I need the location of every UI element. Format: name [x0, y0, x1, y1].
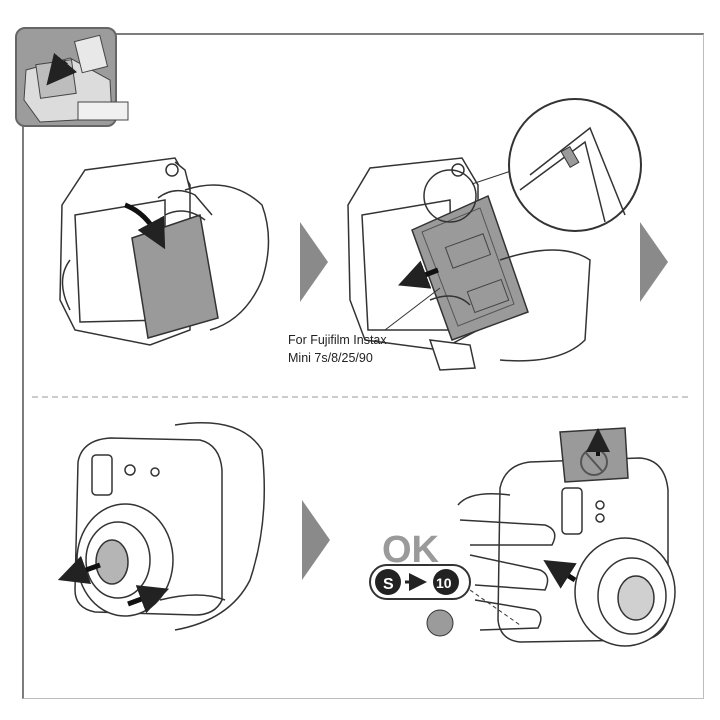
caption-line-1: For Fujifilm Instax	[288, 333, 387, 347]
film-pack-load-icon	[15, 27, 129, 127]
insert-direction-arrow-icon	[543, 559, 577, 589]
insert-direction-arrow-icon	[397, 260, 439, 289]
insert-direction-arrow-icon	[57, 555, 101, 585]
caption-line-2: Mini 7s/8/25/90	[288, 351, 373, 365]
step1-film-pack	[131, 214, 219, 339]
next-step-arrow-icon	[640, 222, 668, 302]
insert-direction-arrow-icon	[124, 202, 166, 250]
indicator-light	[426, 609, 454, 637]
counter-to: 10	[436, 575, 452, 591]
detail-callout	[423, 169, 477, 223]
step1-hand	[157, 184, 270, 331]
step2-hand	[429, 249, 591, 362]
instruction-frame	[22, 33, 704, 699]
caption-pointer-line	[384, 287, 441, 331]
insert-direction-arrow-icon	[127, 585, 170, 614]
next-step-arrow-icon	[300, 222, 328, 302]
indicator-pointer	[469, 589, 521, 626]
counter-from: S	[383, 576, 394, 593]
ejected-film-cover	[559, 427, 629, 483]
film-compat-caption: For Fujifilm Instax Mini 7s/8/25/90	[288, 331, 387, 367]
step4-lens	[574, 537, 676, 647]
step3-lens	[76, 503, 174, 617]
next-step-arrow-icon	[302, 500, 330, 580]
step2-film-pack	[411, 194, 529, 341]
detail-zoom-circle	[508, 98, 642, 232]
counter-indicator: S 10	[369, 564, 471, 600]
